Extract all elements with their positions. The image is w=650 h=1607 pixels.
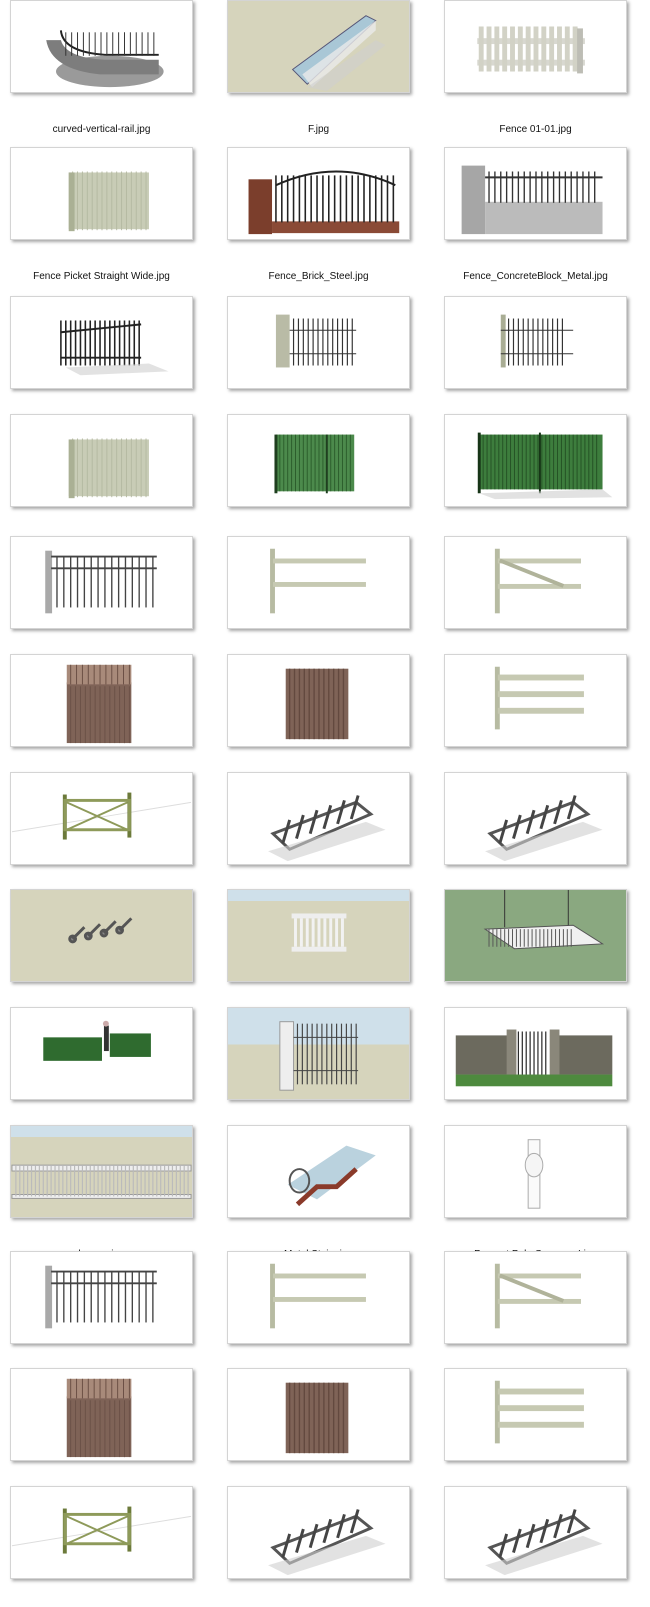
thumbnail-image[interactable] <box>227 1368 410 1461</box>
thumbnail-image[interactable] <box>10 654 193 747</box>
gate-vehicle-preview <box>60 320 169 376</box>
iron-gate-preview <box>455 1029 613 1087</box>
thumbnail-image[interactable] <box>444 772 627 865</box>
curved-preview <box>46 30 164 88</box>
three-rail-preview <box>494 666 584 730</box>
ornamental-preview <box>45 1265 157 1329</box>
thumbnail-image[interactable] <box>227 296 410 389</box>
thumbnail-image[interactable] <box>10 0 193 93</box>
farm1-preview <box>270 1263 366 1329</box>
thumbnail-image[interactable] <box>444 414 627 507</box>
grill-preview <box>485 795 603 862</box>
langan-preview <box>11 1164 192 1199</box>
thumbnail-image[interactable] <box>227 1007 410 1100</box>
iron-fence-preview <box>279 1021 359 1091</box>
hanging-preview <box>483 890 605 950</box>
thumbnail-image[interactable] <box>10 1251 193 1344</box>
iron-preview <box>275 314 357 368</box>
thumbnail-image[interactable] <box>444 1368 627 1461</box>
thumbnail-image[interactable] <box>227 772 410 865</box>
privacy-green-v-preview <box>477 432 613 500</box>
ornamental-preview <box>45 550 157 614</box>
stairs-glass-preview <box>291 15 386 92</box>
thumbnail-image[interactable] <box>227 1486 410 1579</box>
farm2-preview <box>494 1263 581 1329</box>
thumbnail-image[interactable] <box>444 1125 627 1218</box>
thumbnail-image[interactable] <box>444 0 627 93</box>
concrete-metal-preview <box>461 165 603 235</box>
thumbnail-image[interactable] <box>10 1368 193 1461</box>
picket-wide-preview <box>68 171 149 232</box>
grill-preview <box>268 795 386 862</box>
grill-preview <box>485 1509 603 1576</box>
privacy-green-preview <box>274 434 355 494</box>
thumbnail-image[interactable] <box>444 1486 627 1579</box>
thumbnail-image[interactable] <box>227 1251 410 1344</box>
thumbnail-image[interactable] <box>10 1007 193 1100</box>
staggered-preview <box>285 668 349 740</box>
file-name-label: Fence_Brick_Steel.jpg <box>268 271 369 282</box>
picket-preview <box>477 26 585 74</box>
thumbnail-image[interactable] <box>10 414 193 507</box>
file-name-label: Fence Picket Straight Wide.jpg <box>33 271 170 282</box>
parapet-preview <box>524 1139 544 1209</box>
file-name-label: curved-vertical-rail.jpg <box>52 124 151 135</box>
file-name-label: Fence_ConcreteBlock_Metal.jpg <box>463 271 608 282</box>
thumbnail-image[interactable] <box>227 0 410 93</box>
thumbnail-image[interactable] <box>227 414 410 507</box>
thumbnail-image[interactable] <box>10 1486 193 1579</box>
file-name-label: Fence 01-01.jpg <box>499 124 572 135</box>
chippendale-preview <box>11 792 192 840</box>
thumbnail-image[interactable] <box>10 889 193 982</box>
thumbnail-image[interactable] <box>10 536 193 629</box>
chippendale-preview <box>11 1506 192 1554</box>
picket-wide-preview <box>68 438 149 499</box>
three-rail-preview <box>494 1380 584 1444</box>
iron-post-preview <box>500 314 574 368</box>
thumbnail-image[interactable] <box>10 1125 193 1218</box>
file-name-label: F.jpg <box>307 124 330 135</box>
farm2-preview <box>494 548 581 614</box>
metal-stairs-preview <box>287 1145 376 1207</box>
thumbnail-image[interactable] <box>10 772 193 865</box>
thumbnail-image[interactable] <box>444 296 627 389</box>
thumbnail-image[interactable] <box>444 147 627 240</box>
thumbnail-image[interactable] <box>10 147 193 240</box>
farm1-preview <box>270 548 366 614</box>
thumbnail-image[interactable] <box>227 536 410 629</box>
thumbnail-image[interactable] <box>227 1125 410 1218</box>
thumbnail-image[interactable] <box>227 654 410 747</box>
lattice-preview <box>66 664 132 744</box>
staggered-preview <box>285 1382 349 1454</box>
thumbnail-image[interactable] <box>444 1007 627 1100</box>
thumbnail-image[interactable] <box>444 889 627 982</box>
thumbnail-image[interactable] <box>227 889 410 982</box>
lattice-preview <box>66 1378 132 1458</box>
thumbnail-image[interactable] <box>10 296 193 389</box>
thumbnail-image[interactable] <box>444 654 627 747</box>
balustrade-preview <box>291 913 347 952</box>
brick-steel-preview <box>248 170 400 235</box>
thumbnail-image[interactable] <box>444 536 627 629</box>
grill-preview <box>268 1509 386 1576</box>
hedge-preview <box>43 1020 151 1061</box>
thumbnail-image[interactable] <box>444 1251 627 1344</box>
thumbnail-image[interactable] <box>227 147 410 240</box>
spider-preview <box>68 917 133 944</box>
